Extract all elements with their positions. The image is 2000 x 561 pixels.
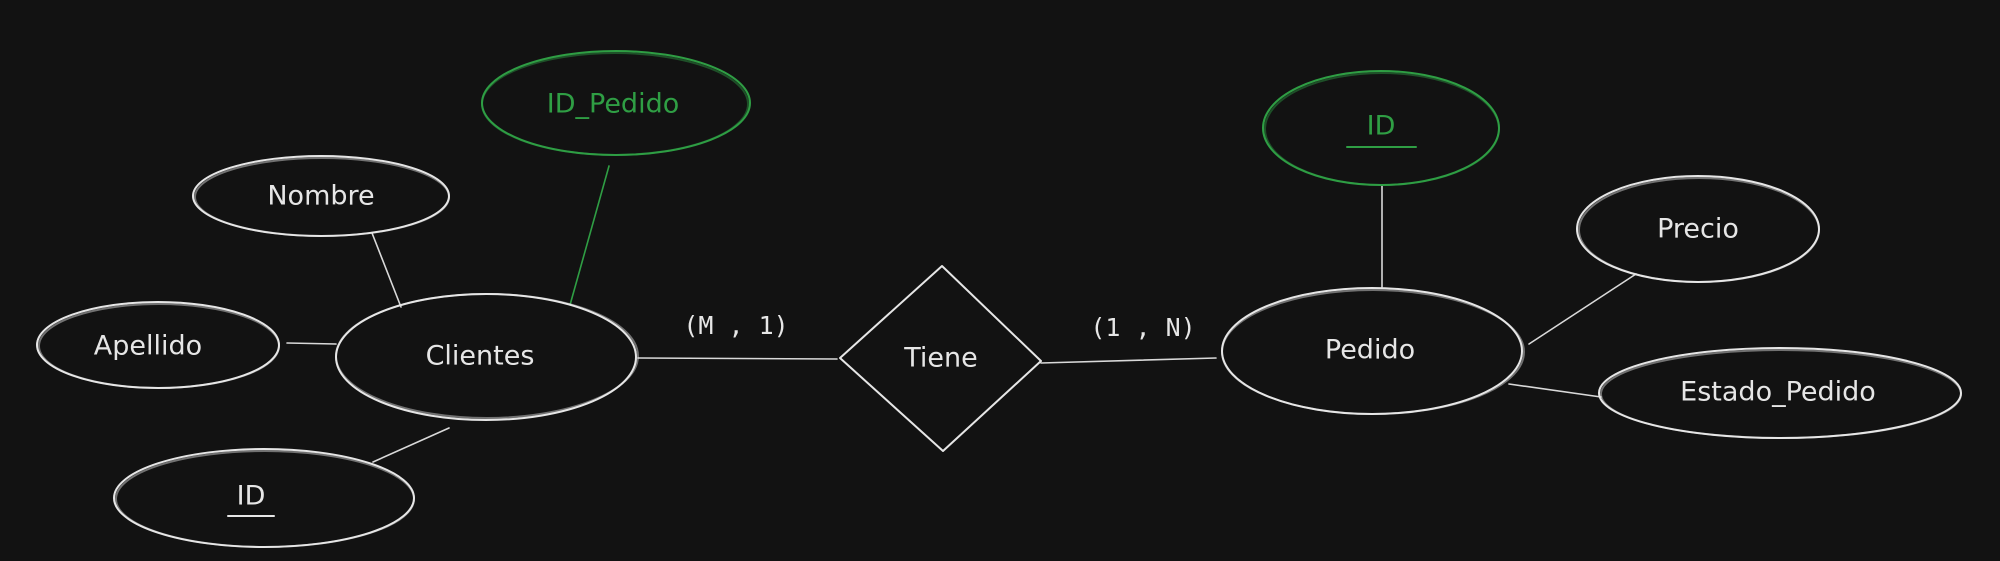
attribute-clientes-id-shape bbox=[113, 448, 415, 548]
entity-pedido[interactable]: Pedido bbox=[1221, 287, 1525, 415]
entity-pedido-shape-sketch bbox=[1221, 289, 1525, 415]
connector-clientes-id-pedido bbox=[569, 165, 610, 306]
entity-pedido-label: Pedido bbox=[1325, 335, 1415, 366]
connector-tiene-pedido bbox=[1040, 357, 1217, 364]
attribute-estado-pedido-shape bbox=[1598, 347, 1962, 439]
entity-clientes-shape bbox=[335, 293, 637, 421]
attribute-pedido-id[interactable]: ID bbox=[1262, 70, 1500, 186]
attribute-id-pedido[interactable]: ID_Pedido bbox=[481, 50, 751, 156]
attribute-id-pedido-shape bbox=[481, 50, 751, 156]
attribute-nombre[interactable]: Nombre bbox=[192, 155, 450, 237]
connectors bbox=[286, 165, 1637, 463]
attribute-estado-pedido[interactable]: Estado_Pedido bbox=[1598, 347, 1962, 439]
attribute-nombre-label: Nombre bbox=[267, 181, 374, 212]
cardinality-right: (1 , N) bbox=[1090, 313, 1195, 342]
relationship-tiene[interactable]: Tiene bbox=[839, 265, 1042, 452]
relationship-tiene-label: Tiene bbox=[903, 343, 978, 374]
entity-clientes-shape-sketch bbox=[335, 293, 639, 419]
connector-pedido-precio bbox=[1528, 273, 1637, 345]
connector-clientes-tiene bbox=[637, 357, 838, 360]
attribute-nombre-shape bbox=[192, 155, 450, 237]
attribute-estado-pedido-shape-sketch bbox=[1600, 349, 1962, 439]
attribute-precio-shape-sketch bbox=[1578, 177, 1820, 283]
attribute-id-pedido-shape-sketch bbox=[481, 52, 749, 156]
attribute-id-pedido-label: ID_Pedido bbox=[547, 89, 679, 120]
attribute-estado-pedido-label: Estado_Pedido bbox=[1680, 377, 1876, 408]
entity-clientes-label: Clientes bbox=[426, 341, 535, 372]
attribute-apellido-shape-sketch bbox=[38, 303, 280, 389]
attribute-clientes-id-label: ID bbox=[237, 481, 266, 512]
connector-pedido-estado-pedido bbox=[1508, 383, 1602, 398]
cardinality-left: (M , 1) bbox=[683, 311, 788, 340]
attribute-apellido[interactable]: Apellido bbox=[36, 301, 280, 389]
attribute-nombre-shape-sketch bbox=[194, 157, 450, 237]
attribute-apellido-shape bbox=[36, 301, 280, 389]
connector-clientes-apellido bbox=[286, 342, 337, 345]
connector-clientes-nombre bbox=[371, 232, 402, 308]
attribute-pedido-id-label: ID bbox=[1367, 111, 1396, 142]
connector-clientes-id bbox=[372, 427, 450, 463]
attribute-precio[interactable]: Precio bbox=[1576, 175, 1820, 283]
attribute-precio-label: Precio bbox=[1657, 214, 1739, 245]
entity-pedido-shape bbox=[1221, 287, 1523, 415]
attribute-clientes-id-shape-sketch bbox=[115, 450, 415, 548]
relationship-tiene-shape bbox=[839, 265, 1042, 452]
entity-clientes[interactable]: Clientes bbox=[335, 293, 639, 421]
attribute-pedido-id-shape-sketch bbox=[1264, 72, 1500, 186]
attribute-precio-shape bbox=[1576, 175, 1820, 283]
attribute-clientes-id[interactable]: ID bbox=[113, 448, 415, 548]
attribute-pedido-id-shape bbox=[1262, 70, 1500, 186]
attribute-apellido-label: Apellido bbox=[94, 331, 202, 362]
